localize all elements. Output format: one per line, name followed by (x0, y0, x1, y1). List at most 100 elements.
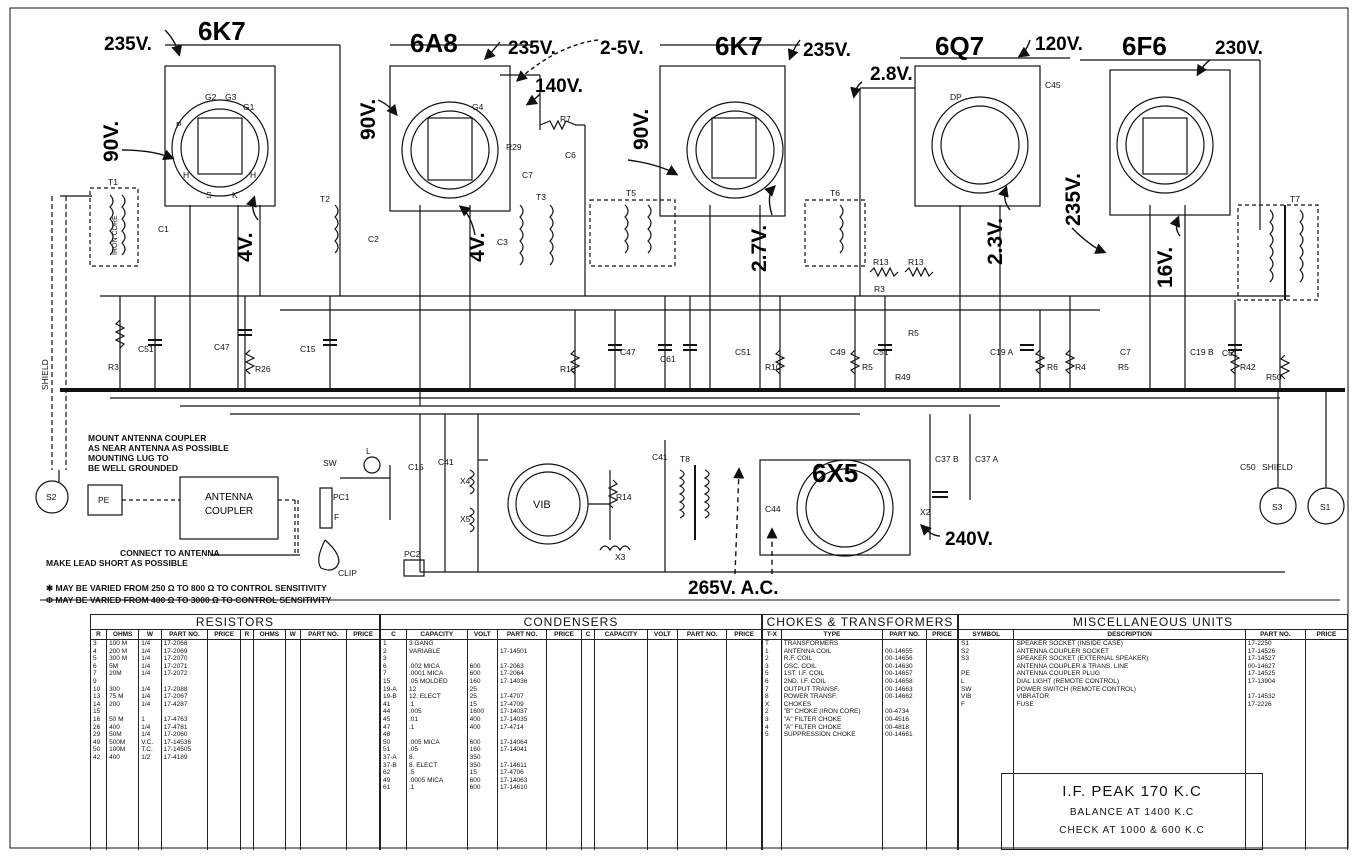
resistors-empty-cell (284, 639, 301, 648)
resistors-cell: 1/4 (138, 639, 162, 648)
condensers-cell: 600 (466, 738, 498, 747)
label-c47-b: C47 (620, 347, 636, 357)
condensers-empty-cell (726, 655, 762, 663)
condensers-cell: 6 (380, 662, 407, 671)
resistors-empty-cell (299, 753, 348, 762)
voltage-v5-cathode: 16V. (1154, 247, 1177, 288)
condensers-empty-cell (594, 670, 648, 678)
coupler-line1: ANTENNA (205, 492, 253, 503)
resistors-empty-cell (240, 655, 254, 663)
misc-title: MISCELLANEOUS UNITS (958, 614, 1348, 630)
table-filler-cell (284, 761, 301, 850)
condensers-empty-cell (646, 693, 679, 701)
resistors-cell: 26 (89, 723, 108, 732)
misc-cell: VIBRATOR (1013, 693, 1246, 701)
resistors-empty-cell (346, 693, 380, 701)
condensers-empty-cell (677, 670, 728, 678)
resistors-empty-cell (299, 685, 348, 694)
condensers-empty-cell (580, 693, 596, 701)
condensers-empty-cell (580, 700, 596, 709)
condensers-cell: 45 (380, 715, 407, 724)
condensers-empty-cell (594, 738, 648, 747)
table-filler-cell (89, 761, 108, 850)
resistors-col-header: PART NO. (160, 629, 209, 640)
resistors-col-header: PRICE (346, 629, 380, 640)
label-t5: T5 (626, 188, 636, 198)
resistors-empty-cell (252, 746, 286, 754)
resistors-cell: 500M (106, 738, 140, 747)
misc-col-header: SYMBOL (957, 629, 1015, 640)
chokes-col-header: PRICE (926, 629, 958, 640)
condensers-empty-cell (677, 761, 728, 770)
resistors-cell: 17-2071 (160, 662, 209, 671)
condensers-cell: .05 (406, 746, 468, 754)
misc-empty-cell (1304, 685, 1349, 694)
resistors-cell (106, 677, 140, 686)
condensers-cell: 160 (466, 746, 498, 754)
condensers-cell: .002 MICA (406, 662, 468, 671)
chokes-cell: 00-14656 (882, 655, 928, 663)
chokes-cell: 7 (762, 685, 782, 694)
condensers-empty-cell (594, 753, 648, 762)
misc-empty-cell (1304, 662, 1349, 671)
condensers-empty-cell (580, 662, 596, 671)
condensers-cell: .1 (406, 700, 468, 709)
resistors-cell: 17-14505 (160, 746, 209, 754)
pin-p: P (176, 120, 182, 130)
resistors-cell: 13 (89, 693, 108, 701)
if-peak-line1: I.F. PEAK 170 K.C (1062, 783, 1202, 800)
resistors-cell: 5 (89, 655, 108, 663)
label-c7-b: C7 (1120, 347, 1131, 357)
resistors-empty-cell (252, 639, 286, 648)
condensers-cell: 17-4707 (496, 693, 548, 701)
condensers-empty-cell (646, 639, 679, 648)
resistors-empty-cell (346, 753, 380, 762)
condensers-cell: 3 (380, 655, 407, 663)
if-peak-line2: BALANCE AT 1400 K.C (1069, 807, 1195, 818)
coupler-line2: COUPLER (205, 506, 253, 517)
condensers-col-header: VOLT (646, 629, 679, 640)
condensers-cell (466, 639, 498, 648)
misc-cell: 17-14525 (1244, 670, 1306, 678)
condensers-empty-cell (580, 731, 596, 739)
resistors-empty-cell (346, 655, 380, 663)
condensers-cell: 1600 (466, 708, 498, 716)
table-filler-cell (466, 791, 498, 850)
resistors-cell: 200 (106, 700, 140, 709)
resistors-empty-cell (240, 662, 254, 671)
resistors-empty-cell (284, 685, 301, 694)
label-t2: T2 (320, 194, 330, 204)
label-c51-c: C51 (873, 347, 889, 357)
chokes-cell: SUPPRESSION CHOKE (780, 731, 884, 739)
resistors-empty-cell (240, 685, 254, 694)
condensers-col-header: PRICE (546, 629, 582, 640)
label-c49: C49 (830, 347, 846, 357)
resistors-col-header: R (240, 629, 254, 640)
resistors-cell: 14 (89, 700, 108, 709)
condensers-empty-cell (546, 769, 582, 777)
resistors-cell: 400 (106, 753, 140, 762)
resistors-empty-cell (252, 670, 286, 678)
resistors-cell: 17-2060 (160, 731, 209, 739)
chokes-cell: R.F. COIL (780, 655, 884, 663)
condensers-empty-cell (580, 746, 596, 754)
if-peak-box: I.F. PEAK 170 K.C BALANCE AT 1400 K.C CH… (1001, 773, 1263, 850)
condensers-empty-cell (594, 746, 648, 754)
resistors-cell: 400 (106, 723, 140, 732)
label-shield: SHIELD (40, 359, 50, 390)
resistors-empty-cell (240, 677, 254, 686)
resistors-empty-cell (252, 647, 286, 656)
condensers-empty-cell (594, 662, 648, 671)
